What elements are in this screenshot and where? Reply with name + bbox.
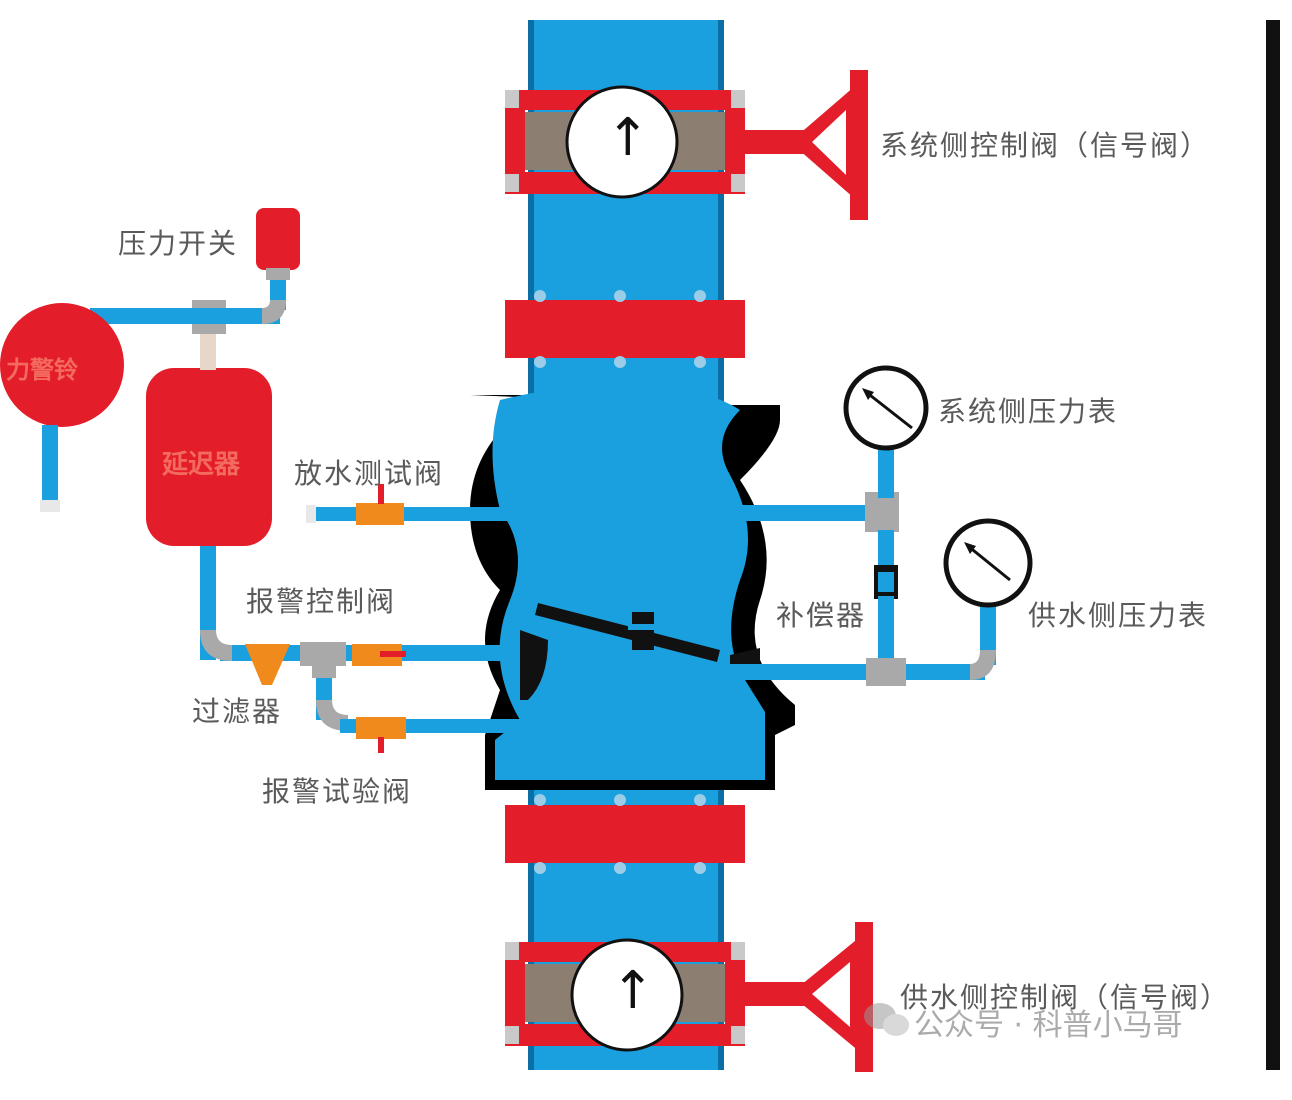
retard-chamber <box>146 300 272 546</box>
valve-clapper <box>535 603 720 662</box>
supply-pressure-line <box>725 518 1033 686</box>
watermark-text: 公众号 · 科普小马哥 <box>914 1008 1183 1043</box>
wechat-icon <box>864 1003 909 1036</box>
system-control-valve <box>505 70 868 220</box>
label-drain-test-valve: 放水测试阀 <box>294 457 445 490</box>
alarm-line-piping <box>200 540 520 753</box>
pressure-switch-line <box>90 208 300 324</box>
label-supply-pressure-gauge: 供水侧压力表 <box>1028 599 1209 632</box>
label-system-control-valve: 系统侧控制阀（信号阀） <box>880 129 1211 162</box>
alarm-bell-text: 力警铃 <box>6 356 78 384</box>
drain-test-line <box>306 484 520 525</box>
retard-chamber-text: 延迟器 <box>162 450 241 480</box>
system-valve-flow-arrow: ↑ <box>606 108 650 168</box>
label-compensator: 补偿器 <box>776 599 867 632</box>
label-pressure-switch: 压力开关 <box>118 227 239 260</box>
alarm-check-valve-body <box>470 385 795 790</box>
supply-valve-flow-arrow: ↑ <box>611 961 655 1021</box>
supply-gauge-needle <box>967 544 1011 582</box>
supply-control-valve <box>505 922 873 1072</box>
lower-flange <box>505 794 745 874</box>
label-supply-control-valve: 供水侧控制阀（信号阀） <box>900 981 1231 1014</box>
water-motor-alarm-bell <box>0 303 124 512</box>
label-filter: 过滤器 <box>192 695 283 728</box>
upper-flange <box>505 290 745 368</box>
label-alarm-test-valve: 报警试验阀 <box>262 775 413 808</box>
system-gauge-needle <box>865 390 913 430</box>
system-pressure-line <box>725 365 929 666</box>
label-system-pressure-gauge: 系统侧压力表 <box>938 395 1119 428</box>
label-alarm-control-valve: 报警控制阀 <box>246 585 397 618</box>
right-border <box>1266 20 1280 1070</box>
